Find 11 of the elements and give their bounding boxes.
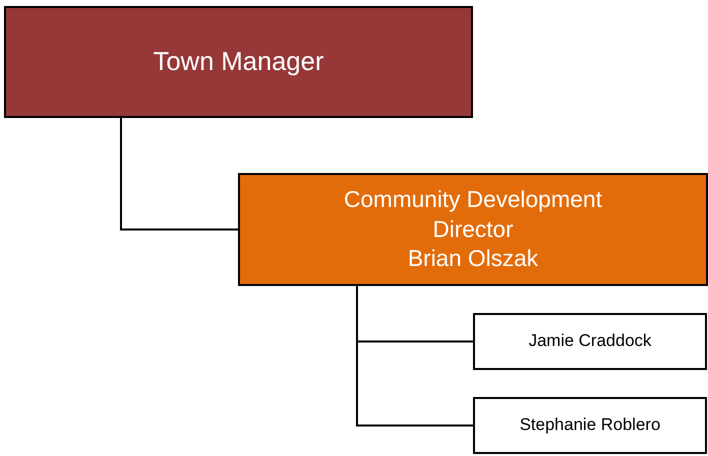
role-title: Community Development Director bbox=[342, 184, 604, 244]
person-name: Brian Olszak bbox=[408, 244, 538, 274]
role-title: Jamie Craddock bbox=[528, 330, 652, 352]
connector-line bbox=[356, 286, 473, 426]
connector-line bbox=[120, 118, 238, 230]
role-title: Stephanie Roblero bbox=[520, 414, 660, 436]
org-box bbox=[238, 173, 708, 286]
org-box bbox=[473, 397, 707, 454]
org-box bbox=[473, 313, 707, 370]
role-title: Town Manager bbox=[153, 45, 324, 78]
org-box bbox=[4, 6, 473, 118]
